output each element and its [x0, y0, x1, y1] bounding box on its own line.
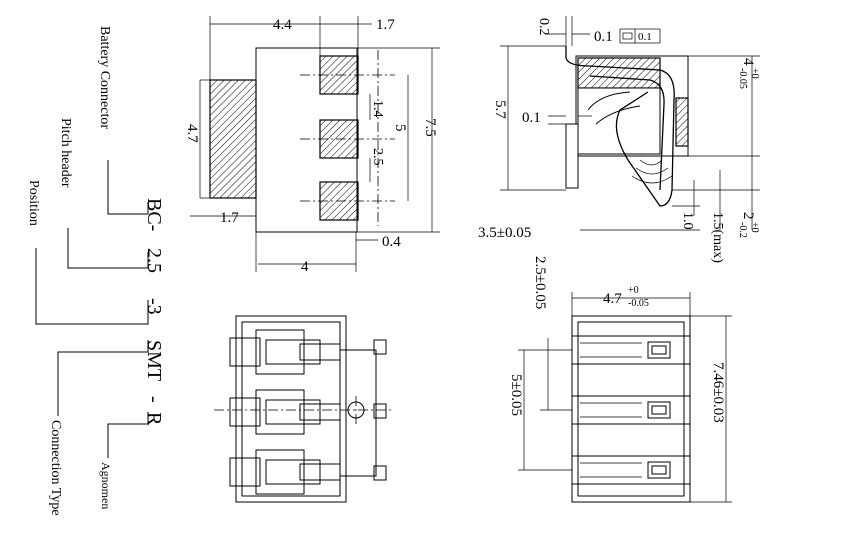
- dim-2-5: 2.5: [370, 148, 385, 166]
- code-segment-position: -3: [143, 298, 165, 315]
- pcb-layout-drawing: 4.7 +0 -0.05 2.5±0.05 5±0.05 7.46±0.03: [508, 256, 732, 503]
- side-dim-1-0: 1.0: [680, 212, 695, 230]
- dim-0-4: 0.4: [382, 234, 401, 250]
- side-dim-0-2: 0.2: [536, 18, 551, 36]
- code-segment-dash: -: [143, 396, 165, 403]
- side-dim-0-1-top: 0.1: [594, 29, 613, 45]
- pcb-dim-4-7-tol-bot: -0.05: [628, 298, 649, 309]
- side-dim-2-tol-top: +0: [749, 222, 760, 233]
- dim-4-7: 4.7: [184, 124, 200, 143]
- side-dim-2: 2: [740, 212, 756, 220]
- side-dim-1-5max: 1.5(max): [710, 212, 725, 263]
- legend-battery-connector: Battery Connector: [97, 26, 112, 129]
- dim-7-5: 7.5: [422, 118, 438, 137]
- pcb-dim-4-7-tol-top: +0: [628, 285, 639, 296]
- dim-1-4: 1.4: [370, 100, 385, 118]
- code-segment-type: SMT: [143, 340, 165, 381]
- side-dim-0-1-mid: 0.1: [522, 110, 541, 126]
- top-view-drawing: 4.4 1.7 4.7 1.4 5 2.5 7.5 1.7 0.4 4: [184, 16, 440, 275]
- dim-5: 5: [392, 124, 408, 132]
- pcb-dim-2-5: 2.5±0.05: [532, 256, 548, 309]
- bottom-view-drawing: [214, 315, 392, 503]
- code-segment-bc: BC-: [143, 198, 165, 231]
- side-dim-2-tol-bot: -0.2: [737, 222, 748, 238]
- pcb-dim-4-7: 4.7: [603, 291, 622, 307]
- dim-4: 4: [301, 259, 309, 275]
- pcb-dim-7-46: 7.46±0.03: [710, 362, 726, 423]
- legend-position: Position: [26, 180, 41, 226]
- side-view-drawing: 0.2 0.1 0.1 0.1 5.7 4 +0 -0.05 3.5±0.05 …: [478, 16, 760, 263]
- dim-1-7-bottom: 1.7: [220, 210, 239, 226]
- legend-pitch-header: Pitch header: [58, 118, 73, 188]
- legend-connection-type: Connection Type: [48, 420, 63, 516]
- part-code-legend: BC- 2.5 -3 SMT - R Battery Connector Pit…: [26, 26, 165, 516]
- pcb-dim-5: 5±0.05: [508, 374, 524, 416]
- side-dim-4: 4: [740, 58, 756, 66]
- side-dim-3-5: 3.5±0.05: [478, 225, 531, 241]
- side-dim-4-tol-bot: -0.05: [737, 68, 748, 89]
- side-dim-5-7: 5.7: [492, 100, 508, 119]
- side-dim-4-tol-top: +0: [749, 68, 760, 79]
- side-flatness-value: 0.1: [638, 31, 652, 43]
- code-segment-pitch: 2.5: [143, 248, 165, 273]
- legend-agnomen: Agnomen: [99, 462, 113, 509]
- dim-4-4: 4.4: [273, 17, 292, 33]
- dim-1-7-top: 1.7: [376, 17, 395, 33]
